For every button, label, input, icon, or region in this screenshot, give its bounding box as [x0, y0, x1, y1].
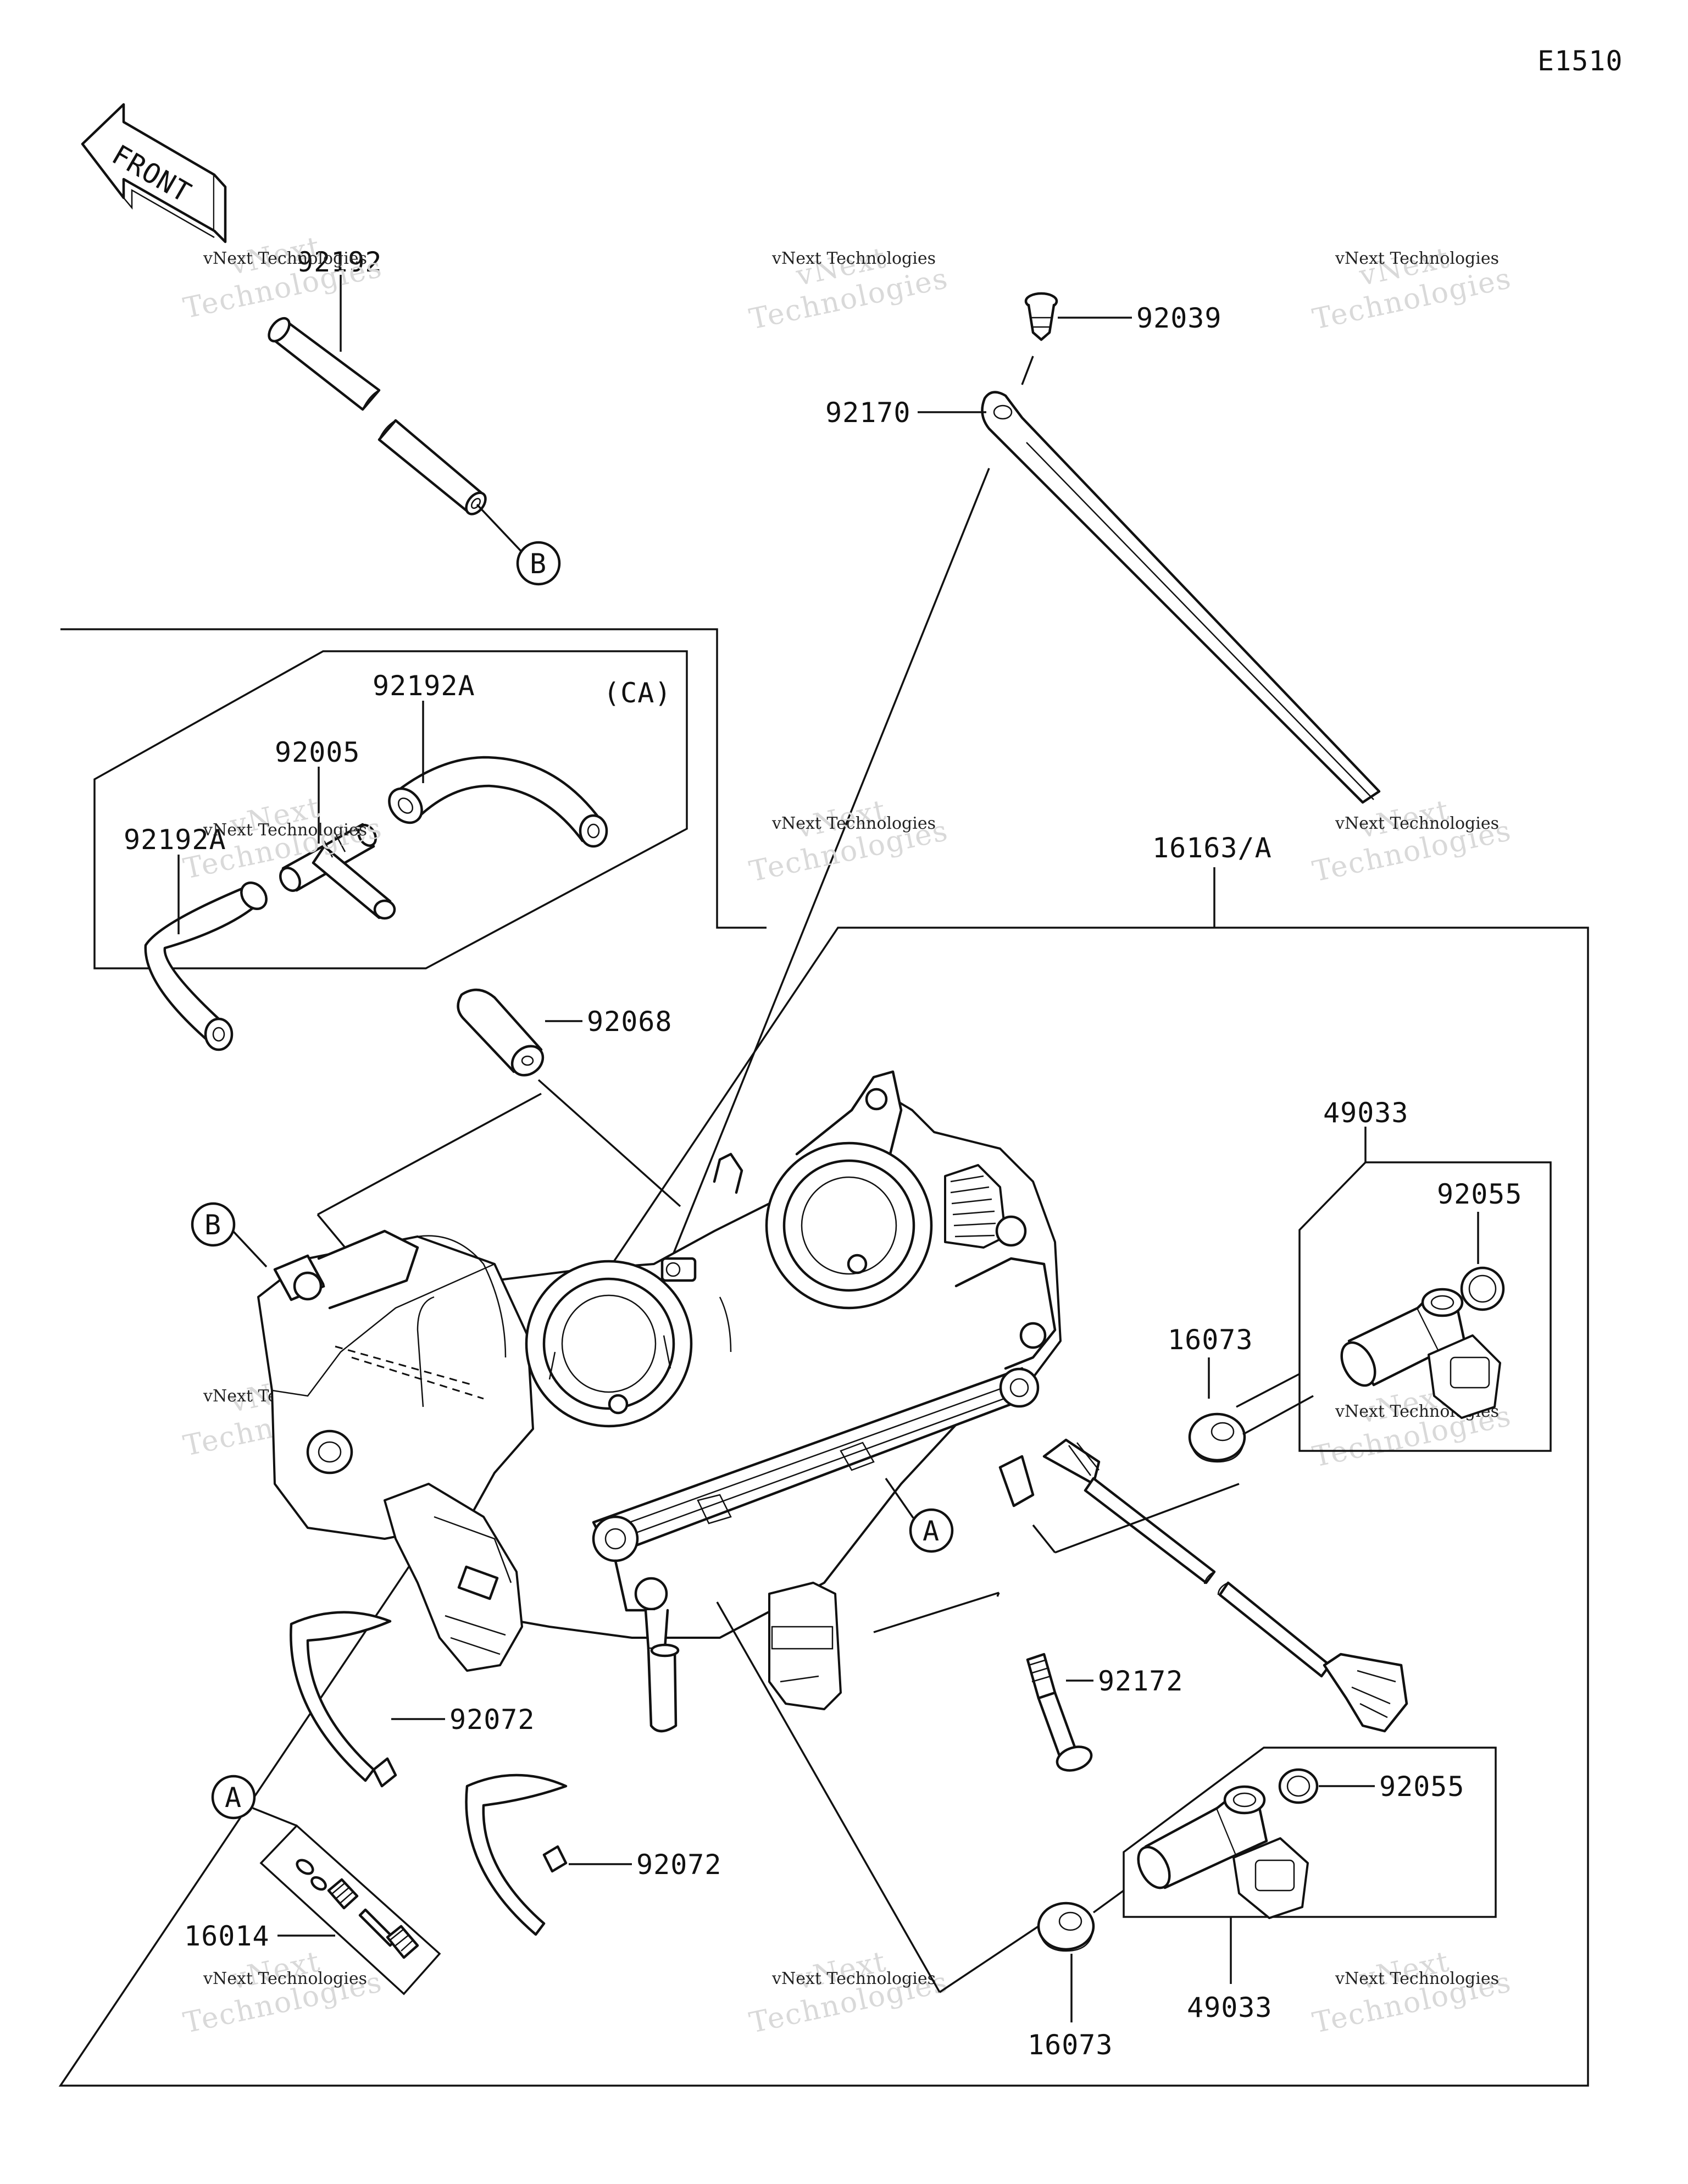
throttle-cable — [1042, 1438, 1408, 1733]
callout-92170: 92170 — [825, 397, 911, 429]
svg-text:B: B — [530, 548, 547, 580]
svg-text:A: A — [225, 1782, 242, 1814]
ref-circle-b-top: B — [516, 541, 561, 586]
washer-16073-top — [1188, 1412, 1246, 1463]
callout-92055-bottom: 92055 — [1379, 1771, 1465, 1803]
washer-16073-bottom — [1037, 1902, 1095, 1952]
hose-92192a-bottom — [144, 882, 268, 1051]
front-arrow-icon: FRONT — [81, 103, 227, 243]
svg-text:A: A — [923, 1515, 940, 1547]
ref-circle-a-low: A — [211, 1775, 256, 1820]
svg-text:vNext Technologies: vNext Technologies — [203, 249, 367, 268]
callout-92005: 92005 — [275, 736, 360, 768]
oring-92055-top — [1460, 1266, 1505, 1311]
screw-kit-16014 — [296, 1859, 419, 1959]
strap-92170 — [981, 391, 1381, 804]
callout-92068: 92068 — [587, 1006, 673, 1038]
svg-text:vNext Technologies: vNext Technologies — [1335, 814, 1499, 833]
callout-92192: 92192 — [297, 246, 382, 278]
svg-text:vNext Technologies: vNext Technologies — [771, 249, 936, 268]
callout-16163a: 16163/A — [1152, 832, 1272, 864]
oring-92055-bottom — [1278, 1768, 1319, 1804]
callout-92055-top: 92055 — [1437, 1178, 1523, 1210]
svg-text:vNext Technologies: vNext Technologies — [771, 814, 936, 833]
callout-49033-top: 49033 — [1323, 1097, 1409, 1129]
joint-92005 — [279, 823, 396, 920]
callout-92072-left: 92072 — [449, 1704, 535, 1736]
callout-49033-bottom: 49033 — [1187, 1992, 1273, 2024]
clamp-92072-left — [290, 1611, 397, 1788]
svg-text:vNext Technologies: vNext Technologies — [1335, 1969, 1499, 1988]
svg-text:vNext Technologies: vNext Technologies — [771, 1969, 936, 1988]
hose-92192 — [268, 317, 487, 515]
svg-text:vNext Technologies: vNext Technologies — [203, 1969, 367, 1988]
clamp-92072-right — [465, 1773, 568, 1936]
callout-92039: 92039 — [1136, 302, 1222, 334]
throttle-body-assembly — [257, 1070, 1062, 1733]
callout-92192a-bottom: 92192A — [124, 824, 226, 856]
ref-circle-b-left: B — [191, 1202, 236, 1247]
svg-text:vNext Technologies: vNext Technologies — [1335, 249, 1499, 268]
screw-92172 — [1026, 1653, 1093, 1772]
callout-92072-right: 92072 — [636, 1849, 722, 1881]
callout-16073-top: 16073 — [1168, 1324, 1253, 1356]
svg-text:B: B — [204, 1209, 221, 1241]
callout-16014: 16014 — [184, 1920, 270, 1952]
cap-92068 — [457, 988, 545, 1077]
ref-circle-a-mid: A — [909, 1508, 954, 1553]
bolt-92039 — [1024, 292, 1058, 341]
hose-92192a-top — [388, 756, 608, 848]
injector-49033-top — [1340, 1288, 1501, 1419]
callout-ca: (CA) — [603, 677, 671, 709]
callout-92192a-top: 92192A — [373, 670, 475, 702]
injector-49033-bottom — [1137, 1785, 1309, 1919]
callout-16073-bottom: 16073 — [1028, 2029, 1113, 2061]
diagram-code: E1510 — [1537, 45, 1623, 77]
svg-text:vNext Technologies: vNext Technologies — [203, 821, 367, 840]
callout-92172: 92172 — [1098, 1665, 1184, 1697]
